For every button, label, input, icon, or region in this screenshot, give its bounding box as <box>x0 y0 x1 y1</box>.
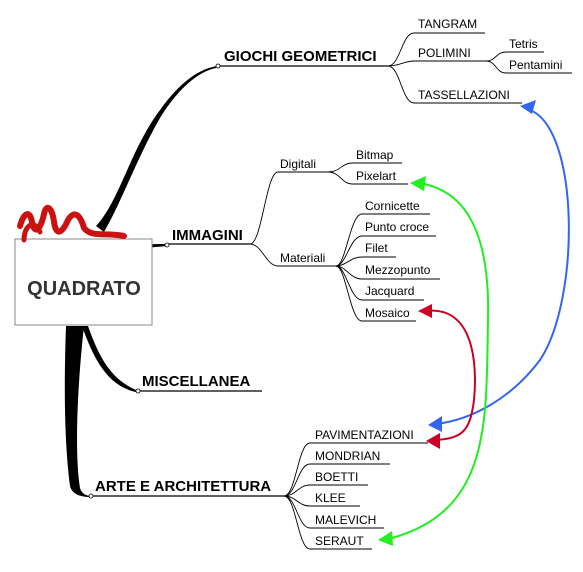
red-scribble-icon <box>17 204 127 239</box>
arrow-head-red-bottom <box>426 433 440 449</box>
root-box <box>14 238 153 326</box>
link-pixelart-seraut <box>391 182 490 539</box>
branch-immagini-label: IMMAGINI <box>172 227 243 244</box>
node-malevich: MALEVICH <box>315 513 376 527</box>
branch-miscellanea-line <box>82 326 138 392</box>
node-mezzopunto: Mezzopunto <box>365 263 431 277</box>
arrow-head-red-top <box>418 304 432 318</box>
link-tassellazioni-pavimentazioni <box>435 109 570 425</box>
node-tassellazioni: TASSELLAZIONI <box>418 88 510 102</box>
node-filet: Filet <box>365 241 388 255</box>
node-mondrian: MONDRIAN <box>315 449 380 463</box>
branch-miscellanea-label: MISCELLANEA <box>142 373 251 390</box>
node-bitmap: Bitmap <box>356 148 394 162</box>
node-pixelart: Pixelart <box>356 169 397 183</box>
arrow-head-green-top <box>410 176 426 191</box>
node-digitali: Digitali <box>280 157 316 171</box>
node-punto-croce: Punto croce <box>365 220 429 234</box>
node-cornicette: Cornicette <box>365 199 420 213</box>
node-pentamini: Pentamini <box>509 58 562 72</box>
link-mosaico-pavimentazioni <box>425 309 476 441</box>
branch-arte-label: ARTE E ARCHITETTURA <box>95 478 271 495</box>
branch-giochi-label: GIOCHI GEOMETRICI <box>224 48 377 65</box>
node-jacquard: Jacquard <box>365 284 414 298</box>
branch-giochi-line <box>96 66 218 232</box>
node-seraut: SERAUT <box>315 534 364 548</box>
node-tangram: TANGRAM <box>418 17 477 31</box>
root-label: QUADRATO <box>27 278 141 300</box>
arrow-head-green-bottom <box>378 531 393 546</box>
node-polimini: POLIMINI <box>418 46 471 60</box>
node-mosaico: Mosaico <box>365 306 410 320</box>
arrow-head-blue-bottom <box>428 416 442 432</box>
node-pavimentazioni: PAVIMENTAZIONI <box>315 428 414 442</box>
node-klee: KLEE <box>315 491 346 505</box>
branch-arte-line <box>64 326 92 497</box>
node-materiali: Materiali <box>280 251 325 265</box>
node-boetti: BOETTI <box>315 470 358 484</box>
arrow-head-blue-top <box>520 100 536 114</box>
node-tetris: Tetris <box>509 37 538 51</box>
